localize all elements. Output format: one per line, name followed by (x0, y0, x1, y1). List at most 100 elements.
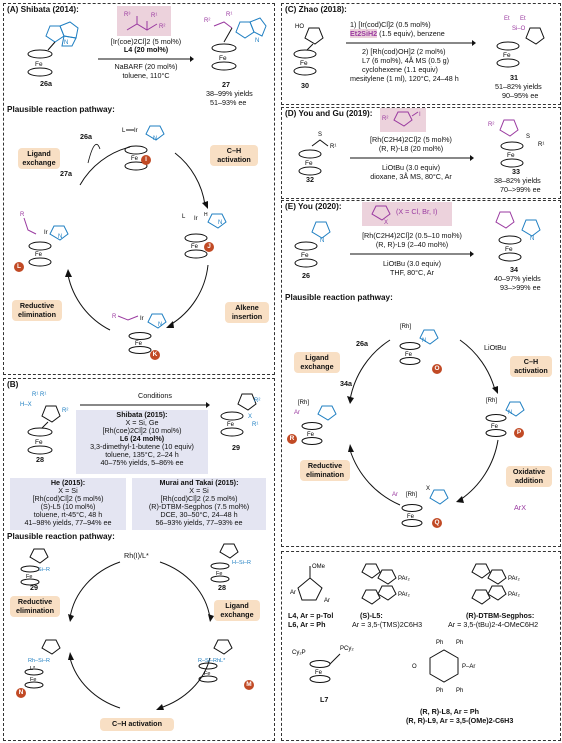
svg-text:Fe: Fe (301, 252, 309, 259)
structure-28-mech: H–Si–R Fe (210, 543, 251, 583)
step-reductive-elim-b: Reductive elimination (10, 596, 60, 618)
label-31: 31 (510, 73, 518, 82)
shibata-2015-l5: toluene, 135°C, 2–24 h (105, 450, 179, 459)
reaction-arrow-e (350, 251, 474, 257)
mt-l5: 56–93% yields, 77–93% ee (155, 518, 243, 527)
panel-d-header: (D) You and Gu (2019): (285, 109, 373, 118)
step-ligand-exchange-a: Ligand exchange (18, 148, 60, 170)
cond-c-1: 1) [Ir(cod)Cl]2 (0.5 mol%) (350, 20, 431, 29)
ligand-dtbm-structure: PAr₂ PAr₂ (471, 563, 521, 605)
svg-text:R¹ R¹: R¹ R¹ (32, 392, 46, 398)
svg-text:L: L (122, 128, 126, 134)
panel-e-header: (E) You (2020): (285, 202, 342, 211)
murai-takai-box (132, 478, 266, 530)
shibata-2015-box (76, 410, 208, 474)
ligand-l5-name: (S)-L5: (360, 611, 383, 620)
svg-text:Ph: Ph (456, 688, 463, 694)
shibata-2015-l2: [Rh(coe)2Cl]2 (10 mol%) (102, 426, 182, 435)
svg-text:PAr₂: PAr₂ (508, 576, 521, 582)
label-29-mech: 29 (30, 583, 38, 592)
cond-c-5: cyclohexene (1.1 equiv) (362, 65, 438, 74)
ligand-l6: L6, Ar = Ph (288, 620, 326, 629)
he-2015-l3: (S)-L5 (10 mol%) (40, 502, 96, 511)
svg-text:PCy₂: PCy₂ (340, 646, 354, 652)
ligand-l7-structure: Cy₂P PCy₂ Fe (292, 646, 354, 683)
intermediate-k-structure: R Ir N Fe (112, 313, 167, 354)
svg-text:Et: Et (504, 16, 510, 22)
svg-text:R²: R² (159, 24, 165, 30)
intermediate-n-structure: Rh–Si–R L* Fe (24, 639, 61, 689)
svg-text:R³: R³ (124, 12, 130, 18)
svg-text:Fe: Fe (191, 244, 199, 250)
intermediate-m-structure: R–Si–RhL* Fe (198, 639, 233, 683)
svg-text:N: N (530, 236, 534, 242)
mt-l1: X = Si (189, 486, 209, 495)
mech-title-e: Plausible reaction pathway: (285, 293, 393, 302)
label-26: 26 (302, 271, 310, 280)
ligand-dtbm-name: (R)-DTBM-Segphos: (466, 611, 535, 620)
ligand-dtbm-ar: Ar = 3,5-(tBu)2-4-OMeC6H2 (448, 620, 539, 629)
svg-text:Ir: Ir (134, 128, 138, 134)
svg-text:PAr₂: PAr₂ (508, 592, 521, 598)
svg-text:Ir: Ir (44, 230, 48, 236)
product-34: N Fe (495, 211, 541, 262)
panel-a-header: (A) Shibata (2014): (7, 5, 79, 14)
svg-text:P–Ar: P–Ar (462, 664, 475, 670)
svg-text:R¹: R¹ (252, 422, 258, 428)
svg-text:R²: R² (382, 116, 388, 122)
svg-text:PAr₂: PAr₂ (398, 592, 411, 598)
svg-text:Fe: Fe (219, 55, 227, 62)
x-note: (X = Cl, Br, I) (396, 207, 438, 216)
label-liobu: LiOtBu (484, 343, 506, 352)
label-34a-e: 34a (340, 379, 352, 388)
he-2015-l2: [Rh(cod)Cl]2 (5 mol%) (32, 494, 104, 503)
svg-text:H–Si–R: H–Si–R (232, 560, 251, 566)
catalytic-cycle-a (65, 144, 209, 331)
intermediate-j: J (204, 242, 214, 252)
svg-text:Fe: Fe (307, 432, 315, 438)
svg-text:Fe: Fe (30, 677, 36, 683)
step-ligand-exchange-e: Ligand exchange (294, 352, 340, 374)
svg-text:Fe: Fe (305, 160, 313, 167)
intermediate-l-structure: R Ir N Fe (20, 212, 69, 267)
svg-text:Fe: Fe (35, 439, 43, 446)
yield-a: 38–99% yields (206, 89, 253, 98)
svg-text:Fe: Fe (507, 152, 515, 159)
cond-a-4: toluene, 110°C (122, 71, 170, 80)
svg-text:H: H (204, 212, 208, 218)
label-28: 28 (36, 455, 44, 464)
reaction-arrow-d (350, 155, 474, 161)
svg-text:H–X: H–X (20, 402, 32, 408)
panel-e (281, 200, 561, 547)
mech-title-a: Plausible reaction pathway: (7, 105, 115, 114)
label-30: 30 (301, 81, 309, 90)
reaction-arrow-a (98, 56, 194, 62)
cond-e-4: THF, 80°C, Ar (389, 268, 434, 277)
cond-d-4: dioxane, 3Å MS, 80°C, Ar (370, 172, 452, 181)
svg-text:[Rh]: [Rh] (400, 324, 411, 330)
cond-a-1: [Ir(coe)2Cl]2 (5 mol%) (110, 37, 182, 46)
svg-text:R: R (112, 314, 117, 320)
svg-text:Ar: Ar (294, 410, 300, 416)
mt-l4: DCE, 30–50°C, 24–48 h (160, 510, 238, 519)
label-27a-mech: 27a (60, 169, 72, 178)
he-2015-title: He (2015): (50, 478, 86, 487)
svg-text:N: N (255, 38, 259, 44)
step-alkene-insertion-a: Alkene insertion (225, 302, 269, 324)
svg-text:R¹: R¹ (151, 13, 157, 19)
svg-text:Fe: Fe (300, 60, 308, 67)
svg-text:N: N (218, 220, 222, 226)
ligand-l5-structure: PAr₂ PAr₂ (361, 563, 411, 605)
label-33: 33 (512, 167, 520, 176)
ligand-l4: L4, Ar = p-Tol (288, 611, 334, 620)
label-32: 32 (306, 175, 314, 184)
svg-text:I: I (419, 112, 421, 118)
cond-c-3: 2) [Rh(cod)OH]2 (2 mol%) (362, 47, 446, 56)
svg-text:Ir: Ir (140, 316, 144, 322)
mt-l3: (R)-DTBM-Segphos (7.5 mol%) (148, 502, 250, 511)
intermediate-r-structure: [Rh] Ar Fe (294, 400, 337, 445)
mech-title-b: Plausible reaction pathway: (7, 532, 115, 541)
cond-e-2: (R, R)-L9 (2–40 mol%) (375, 240, 449, 249)
ferrocene-26: N Fe (294, 221, 331, 268)
